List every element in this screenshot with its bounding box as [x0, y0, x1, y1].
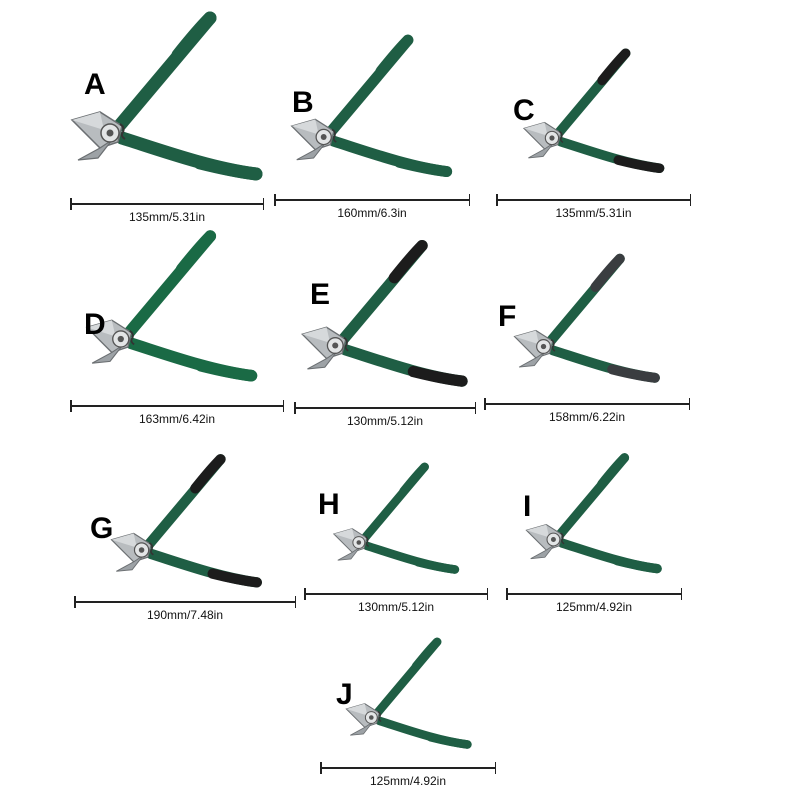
pliers-letter: I	[523, 490, 532, 523]
pliers-a-image	[70, 11, 263, 181]
pliers-letter: G	[90, 512, 114, 545]
dimension-label: 130mm/5.12in	[346, 414, 424, 428]
pliers-d-image	[85, 230, 258, 382]
pliers-letter: C	[513, 94, 535, 127]
pliers-i-image	[525, 453, 662, 574]
dimension-line	[304, 588, 488, 600]
dimension-line	[74, 596, 296, 608]
dimension-line	[496, 194, 691, 206]
dimension-label: 160mm/6.3in	[337, 206, 407, 220]
dimension-line	[484, 398, 690, 410]
pliers-letter: E	[310, 278, 331, 311]
pliers-j-image	[345, 637, 472, 749]
pliers-h-image	[332, 462, 460, 574]
pliers-c-image	[522, 48, 665, 173]
dimension-line	[294, 402, 476, 414]
dimension-line	[70, 198, 264, 210]
pliers-letter: H	[318, 488, 340, 521]
pliers-letter: A	[84, 68, 106, 101]
dimension-label: 190mm/7.48in	[146, 608, 224, 622]
pliers-letter: D	[84, 308, 106, 341]
pliers-letter: B	[292, 86, 314, 119]
pliers-b-image	[290, 34, 453, 177]
dimension-label: 130mm/5.12in	[357, 600, 435, 614]
pliers-letter: F	[498, 300, 517, 333]
dimension-label: 135mm/5.31in	[128, 210, 206, 224]
dimension-line	[274, 194, 470, 206]
pliers-g-image	[110, 454, 262, 588]
pliers-letter: J	[336, 678, 353, 711]
dimension-label: 135mm/5.31in	[555, 206, 632, 220]
dimension-line	[506, 588, 682, 600]
dimension-label: 125mm/4.92in	[369, 774, 447, 788]
dimension-label: 163mm/6.42in	[138, 412, 216, 426]
dimension-label: 125mm/4.92in	[555, 600, 633, 614]
pliers-f-image	[513, 253, 660, 383]
pliers-e-image	[300, 239, 468, 387]
dimension-label: 158mm/6.22in	[548, 410, 626, 424]
dimension-line	[70, 400, 284, 412]
dimension-line	[320, 762, 496, 774]
